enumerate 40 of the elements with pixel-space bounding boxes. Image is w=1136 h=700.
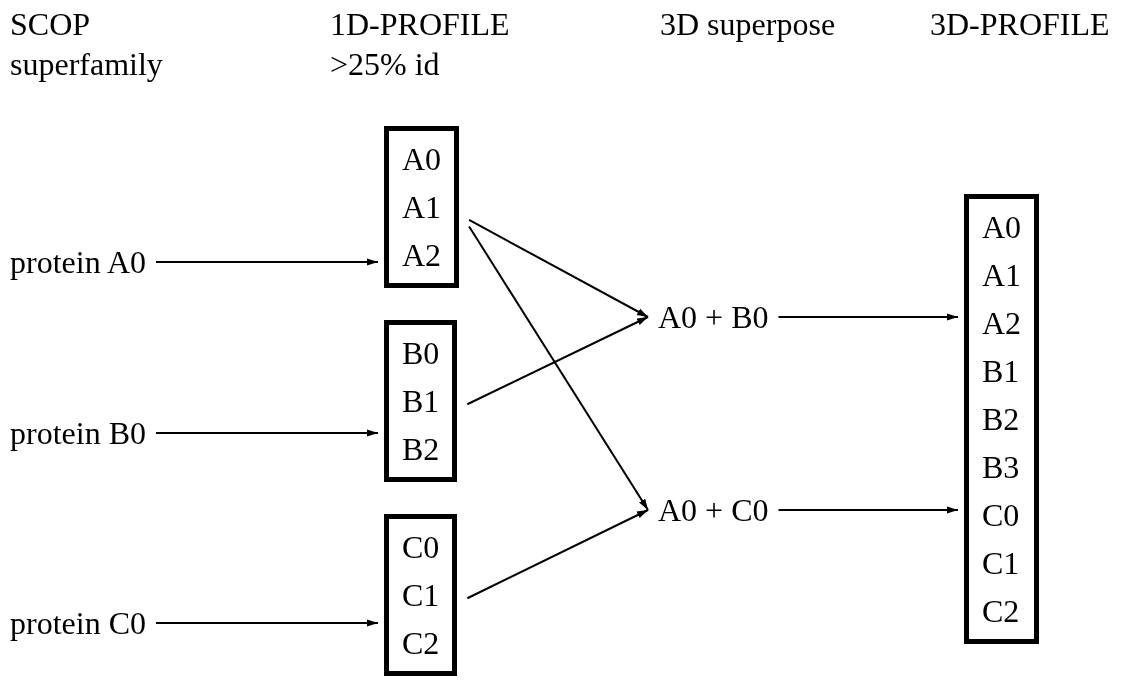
entry-text: A0 — [982, 208, 1022, 247]
entry-text: B2 — [982, 400, 1021, 439]
column-header: 1D-PROFILE >25% id — [330, 5, 511, 84]
entry-text: B3 — [982, 448, 1021, 487]
entry-text: A2 — [402, 236, 442, 275]
entry-text: C0 — [402, 528, 440, 567]
entry-text: C2 — [402, 624, 440, 663]
entry-text: C0 — [982, 496, 1021, 535]
arrow — [777, 506, 959, 514]
entry-text: B2 — [402, 430, 440, 469]
entry-text: C2 — [982, 592, 1021, 631]
arrow — [468, 218, 649, 318]
entry-text: C1 — [982, 544, 1021, 583]
entry-text: C1 — [402, 576, 440, 615]
node-label: A0 + B0 — [658, 295, 769, 339]
arrow — [155, 429, 379, 437]
entry-text: A0 — [402, 140, 442, 179]
column-header: 3D-PROFILE — [930, 5, 1111, 44]
arrow — [466, 509, 649, 600]
entry-text: B0 — [402, 334, 440, 373]
profile-box — [384, 320, 458, 482]
profile-box — [964, 194, 1040, 644]
entry-text: B1 — [402, 382, 440, 421]
arrow — [155, 258, 379, 266]
column-header: SCOP superfamily — [10, 5, 164, 84]
arrow — [155, 619, 379, 627]
arrow — [777, 313, 959, 321]
arrow — [468, 225, 649, 511]
node-label: protein A0 — [10, 240, 146, 284]
entry-text: B1 — [982, 352, 1021, 391]
node-label: A0 + C0 — [658, 488, 769, 532]
profile-box — [384, 126, 460, 288]
node-label: protein C0 — [10, 601, 146, 645]
entry-text: A1 — [402, 188, 442, 227]
column-header: 3D superpose — [660, 5, 837, 44]
entry-text: A1 — [982, 256, 1022, 295]
entry-text: A2 — [982, 304, 1022, 343]
profile-box — [384, 514, 458, 676]
arrow — [466, 316, 649, 406]
node-label: protein B0 — [10, 411, 146, 455]
